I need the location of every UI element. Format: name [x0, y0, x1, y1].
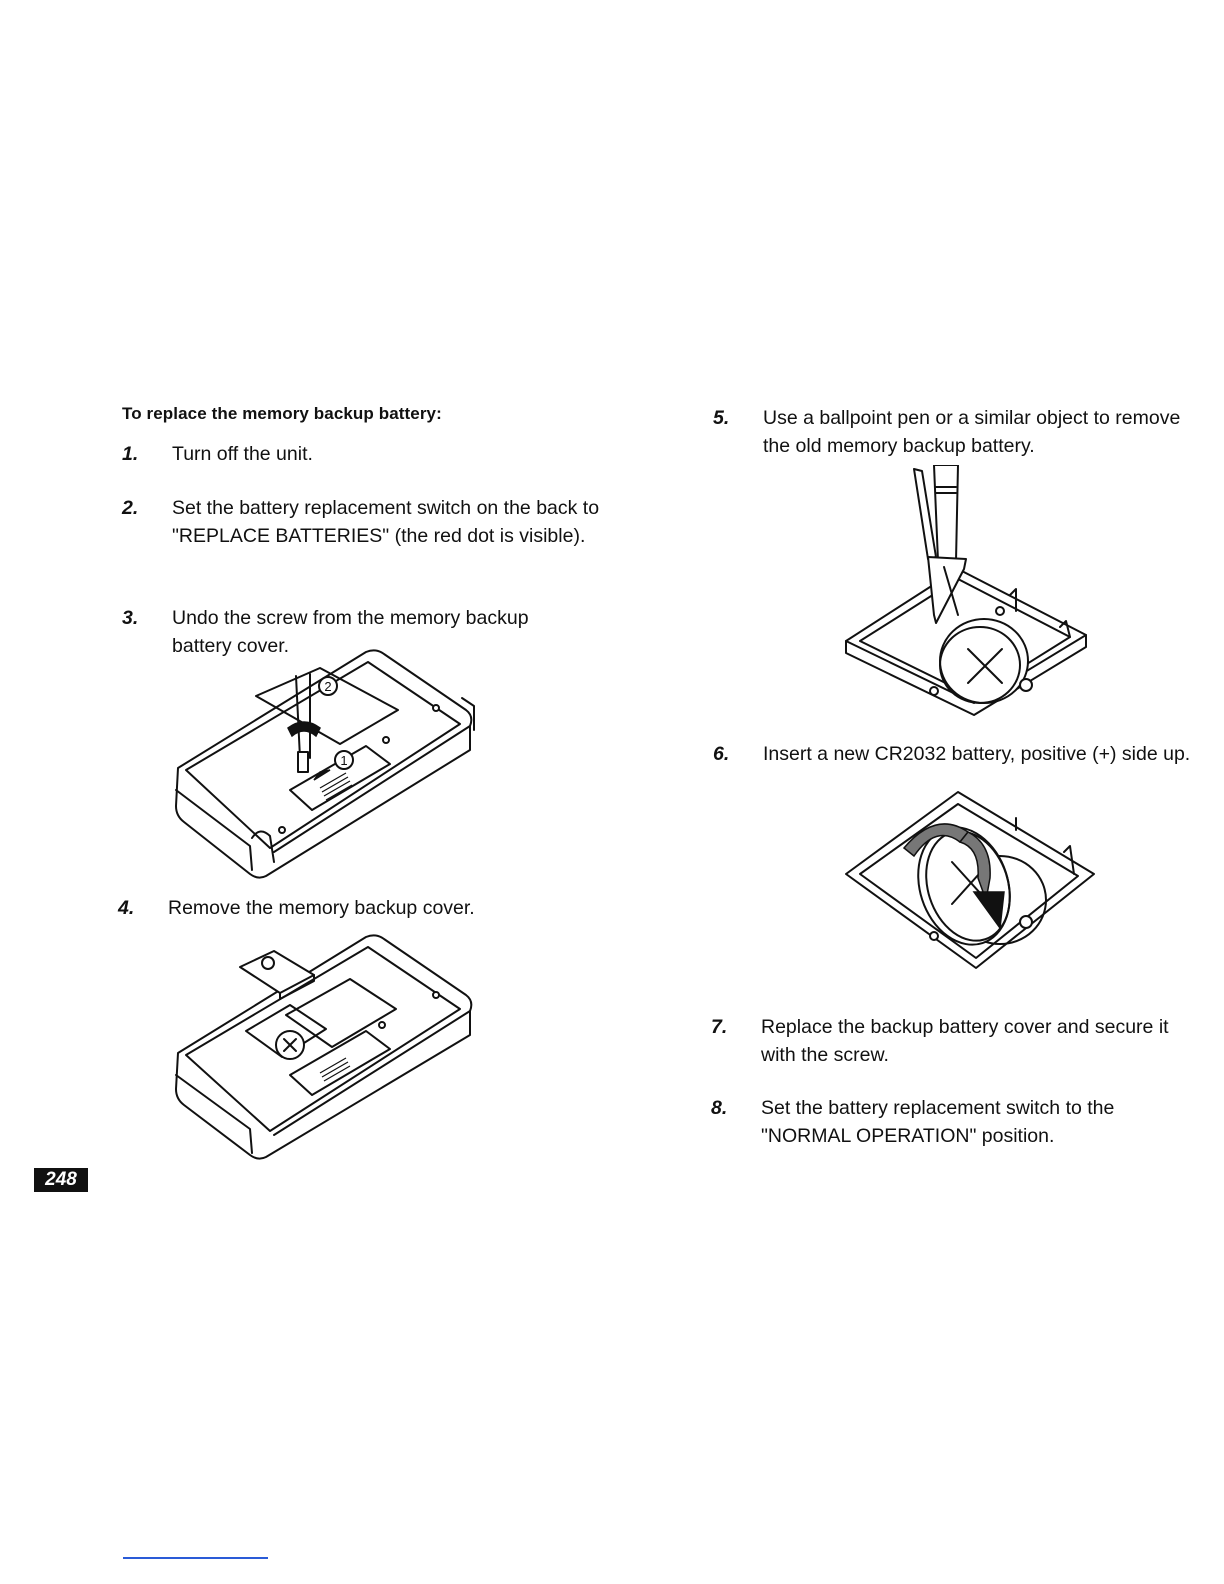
- step-text: Turn off the unit.: [172, 443, 313, 465]
- device-back-illustration: [175, 649, 475, 879]
- device-back-illustration: [175, 934, 473, 1160]
- step-5: 5. Use a ballpoint pen or a similar obje…: [713, 404, 1193, 464]
- callout-1: 1: [334, 750, 354, 770]
- bottom-rule: [123, 1557, 268, 1559]
- figure-remove-cover: [175, 934, 473, 1160]
- step-6: 6. Insert a new CR2032 battery, positive…: [713, 740, 1203, 800]
- step-number: 5.: [713, 407, 730, 429]
- step-1: 1. Turn off the unit.: [122, 440, 602, 470]
- step-text: Replace the backup battery cover and sec…: [761, 1016, 1169, 1066]
- figure-insert-battery: [845, 791, 1095, 969]
- figure-undo-screw: 2 1: [175, 649, 475, 879]
- page-number-badge: 248: [34, 1168, 88, 1192]
- step-number: 7.: [711, 1016, 728, 1038]
- step-number: 4.: [118, 897, 135, 919]
- coin-battery-icon: [939, 618, 1033, 704]
- step-2: 2. Set the battery replacement switch on…: [122, 494, 602, 584]
- step-number: 3.: [122, 607, 139, 629]
- step-text: Remove the memory backup cover.: [168, 897, 475, 919]
- step-text: Set the battery replacement switch to th…: [761, 1097, 1115, 1147]
- step-number: 8.: [711, 1097, 728, 1119]
- step-8: 8. Set the battery replacement switch to…: [711, 1094, 1201, 1154]
- ballpoint-pen-icon: [913, 465, 967, 624]
- step-text: Undo the screw from the memory backup ba…: [172, 607, 529, 657]
- step-4: 4. Remove the memory backup cover.: [118, 894, 598, 924]
- removed-cover: [239, 950, 315, 1000]
- svg-text:2: 2: [324, 679, 331, 694]
- step-text: Use a ballpoint pen or a similar object …: [763, 407, 1181, 457]
- section-heading: To replace the memory backup battery:: [122, 404, 442, 423]
- callout-2: 2: [318, 676, 338, 696]
- step-number: 6.: [713, 743, 730, 765]
- step-text: Insert a new CR2032 battery, positive (+…: [763, 743, 1191, 765]
- step-number: 1.: [122, 443, 139, 465]
- step-number: 2.: [122, 497, 139, 519]
- svg-text:1: 1: [340, 753, 347, 768]
- coin-battery-icon: [275, 1030, 305, 1060]
- step-7: 7. Replace the backup battery cover and …: [711, 1013, 1201, 1073]
- step-text: Set the battery replacement switch on th…: [172, 497, 600, 547]
- screwdriver-icon: [287, 673, 321, 773]
- figure-remove-battery: [845, 465, 1087, 716]
- step-3: 3. Undo the screw from the memory backup…: [122, 604, 602, 664]
- rotation-arrow-icon: [902, 823, 1005, 931]
